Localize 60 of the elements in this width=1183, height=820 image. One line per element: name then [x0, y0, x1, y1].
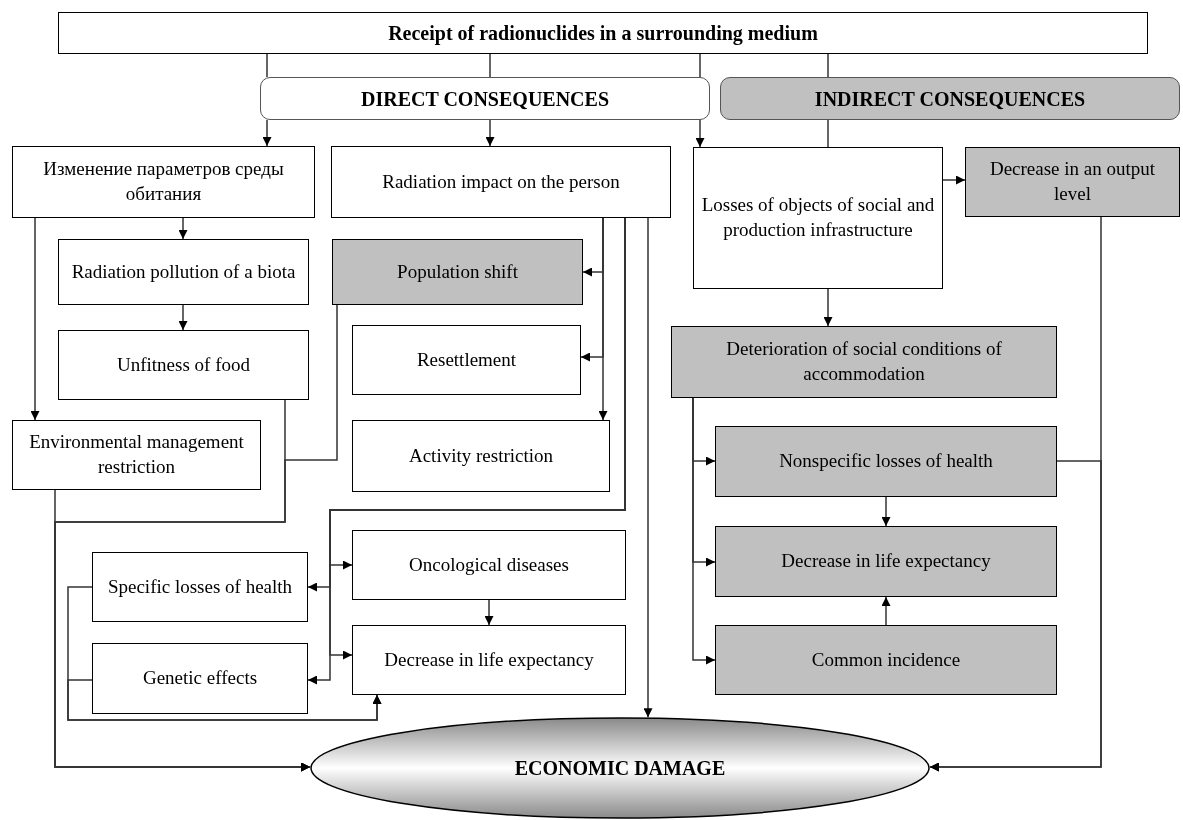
connector-arrow	[178, 217, 188, 240]
node-label: Activity restriction	[408, 443, 554, 468]
node-label: Изменение параметров среды обитания	[42, 157, 285, 206]
node-label: Nonspecific losses of health	[779, 449, 993, 474]
process-box	[12, 146, 315, 218]
connector-arrow	[54, 304, 338, 772]
node-label: Genetic effects	[142, 666, 258, 691]
category-box	[720, 77, 1180, 120]
connector-arrow	[643, 217, 653, 718]
connector-arrow	[67, 679, 382, 721]
node-label: Population shift	[397, 259, 518, 284]
node-label: Receipt of radionuclides in a surrounding medium	[388, 21, 818, 46]
connector-arrow	[881, 496, 891, 527]
connector-arrow	[30, 217, 40, 421]
connector-arrow	[881, 596, 891, 626]
node-label: Environmental management restriction	[28, 430, 245, 479]
process-box	[58, 239, 309, 305]
connector-arrow	[942, 175, 966, 185]
node-label: Common incidence	[811, 647, 961, 672]
node-label: Radiation impact on the person	[382, 169, 620, 194]
node-label: INDIRECT CONSEQUENCES	[814, 86, 1086, 112]
process-box	[965, 147, 1180, 217]
connector-arrow	[695, 119, 705, 148]
node-label: Oncological diseases	[409, 552, 569, 577]
node-label: ECONOMIC DAMAGE	[514, 756, 726, 780]
node-label: Radiation pollution of a biota	[71, 259, 296, 284]
process-box	[92, 552, 308, 622]
connector-arrow	[485, 119, 495, 147]
connector-arrow	[262, 119, 272, 147]
process-box	[693, 147, 943, 289]
connector-arrow	[484, 599, 494, 626]
connector-arrow	[598, 217, 608, 421]
node-label: DIRECT CONSEQUENCES	[361, 86, 609, 112]
node-label: Specific losses of health	[107, 574, 293, 599]
process-box	[352, 325, 581, 395]
process-box	[715, 526, 1057, 597]
node-label: Unfitness of food	[117, 352, 250, 377]
process-box	[715, 426, 1057, 497]
process-box	[715, 625, 1057, 695]
process-box	[671, 326, 1057, 398]
node-label: Resettlement	[416, 347, 517, 372]
connector-arrow	[692, 397, 716, 665]
node-label: Decrease in life expectancy	[384, 647, 594, 672]
process-box	[58, 330, 309, 400]
process-box	[332, 239, 583, 305]
connector-arrow	[929, 460, 1102, 772]
connector-arrow	[178, 304, 188, 331]
node-label: Decrease in an output level	[988, 157, 1157, 206]
node-label: Deterioration of social conditions of accommodation	[725, 337, 1003, 386]
header-box	[58, 12, 1148, 54]
process-box	[352, 625, 626, 695]
node-label: Decrease in life expectancy	[781, 549, 991, 574]
node-label: Losses of objects of social and production infrastructure	[700, 193, 936, 242]
connector-arrow	[823, 288, 833, 327]
process-box	[352, 530, 626, 600]
process-box	[331, 146, 671, 218]
process-box	[12, 420, 261, 490]
process-box	[92, 643, 308, 714]
category-box	[260, 77, 710, 120]
process-box	[352, 420, 610, 492]
